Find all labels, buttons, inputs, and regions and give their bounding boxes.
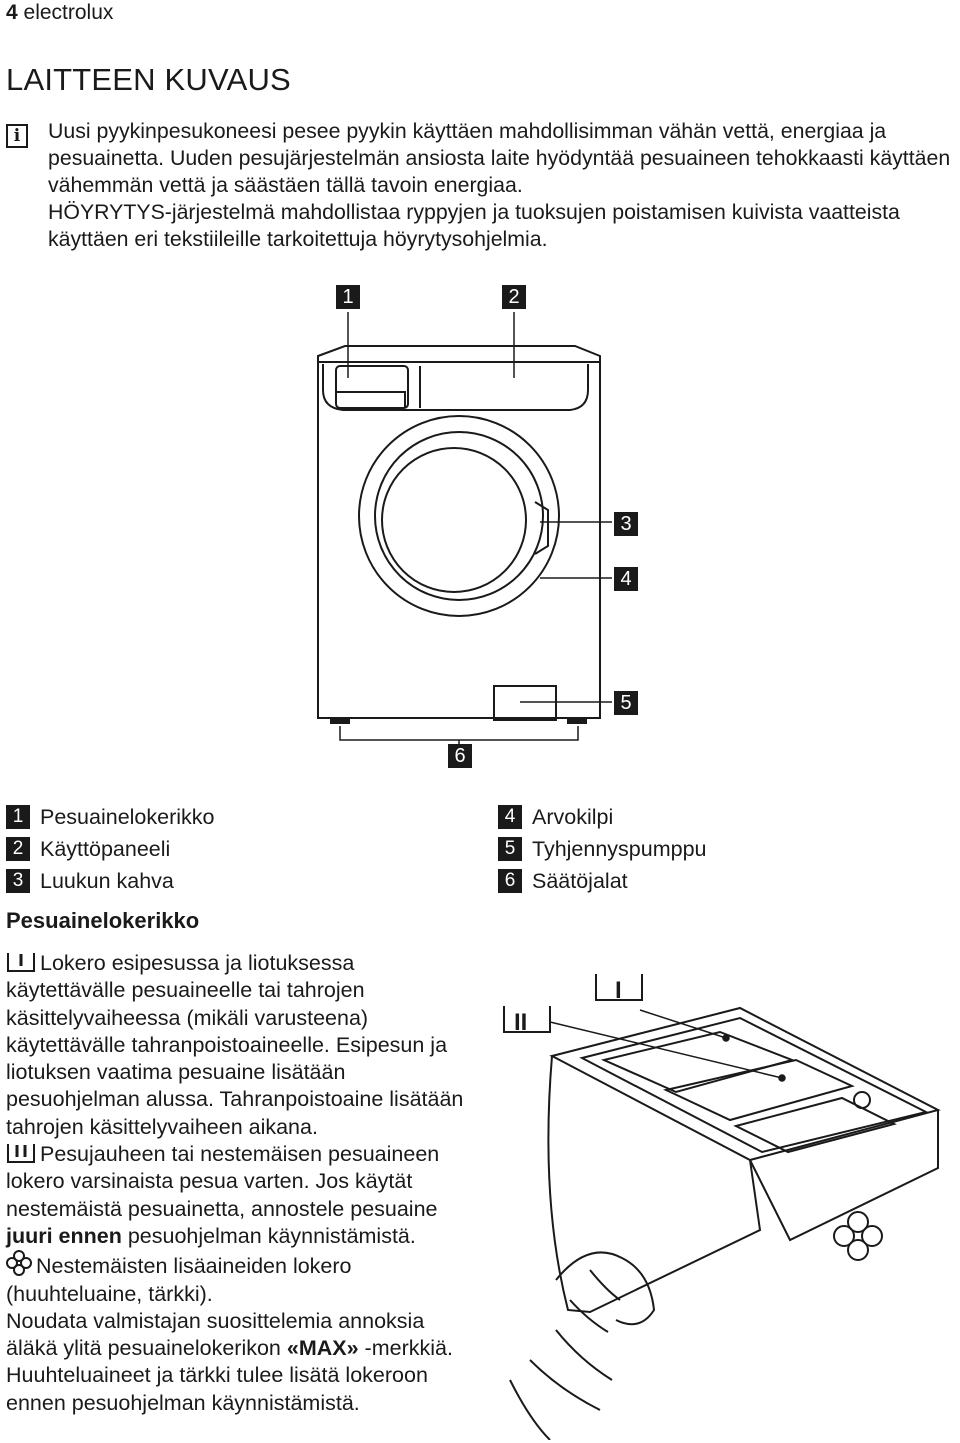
compartment-label-1: I (615, 977, 622, 1004)
legend-item: 6 Säätöjalat (498, 865, 707, 897)
intro-text: Uusi pyykinpesukoneesi pesee pyykin käyt… (48, 118, 956, 253)
legend-number: 2 (6, 837, 30, 861)
legend-number: 5 (498, 837, 522, 861)
drawer-handle (336, 391, 406, 408)
legend-label: Säätöjalat (532, 869, 628, 893)
door-outer (358, 415, 560, 617)
callout-3: 3 (614, 512, 638, 536)
legend-item: 1 Pesuainelokerikko (6, 801, 215, 833)
intro-paragraph-2: HÖYRYTYS-järjestelmä mahdollistaa ryppyj… (48, 200, 900, 251)
legend-number: 1 (6, 805, 30, 829)
legend-left: 1 Pesuainelokerikko 2 Käyttöpaneeli 3 Lu… (6, 801, 215, 897)
compartment-softener (733, 1096, 897, 1154)
detergent-drawer (335, 365, 409, 409)
door-glass (381, 447, 527, 593)
softener-paragraph: Nestemäisten lisäaineiden lokero (huuhte… (6, 1250, 474, 1308)
legend-number: 6 (498, 869, 522, 893)
label-box-2 (503, 1006, 551, 1033)
pump-cover (493, 685, 557, 721)
max-marker: «MAX» (286, 1336, 359, 1361)
prewash-text: Lokero esipesussa ja liotuksessa käytett… (6, 951, 464, 1139)
legend-item: 2 Käyttöpaneeli (6, 833, 215, 865)
legend-label: Luukun kahva (40, 869, 174, 893)
machine-body (317, 362, 601, 719)
drawer-top (549, 1006, 941, 1162)
max-text-b: -merkkiä. Huuhteluaineet ja tärkki tulee… (6, 1336, 453, 1415)
intro-paragraph-1: Uusi pyykinpesukoneesi pesee pyykin käyt… (48, 119, 951, 197)
legend-label: Pesuainelokerikko (40, 805, 215, 829)
page-header: 4 electrolux (6, 0, 113, 26)
legend-item: 5 Tyhjennyspumppu (498, 833, 707, 865)
mainwash-text-a: Pesujauheen tai nestemäisen pesuaineen l… (6, 1142, 440, 1221)
legend-label: Arvokilpi (532, 805, 614, 829)
legend-label: Käyttöpaneeli (40, 837, 171, 861)
flower-icon (6, 1250, 32, 1277)
callout-2: 2 (502, 285, 526, 309)
max-paragraph: Noudata valmistajan suosittelemia annoks… (6, 1308, 474, 1417)
detergent-drawer-illustration: I II (503, 974, 941, 1440)
callout-1: 1 (336, 285, 360, 309)
legend-number: 4 (498, 805, 522, 829)
flower-symbol (833, 1211, 883, 1261)
legend-label: Tyhjennyspumppu (532, 837, 707, 861)
mainwash-text-bold: juuri ennen (6, 1223, 122, 1248)
hand-outline (509, 1251, 656, 1440)
callout-5: 5 (614, 691, 638, 715)
info-icon: i (6, 124, 28, 148)
control-panel-outline (322, 364, 589, 411)
drawer-hole (853, 1091, 871, 1109)
section-heading: Pesuainelokerikko (6, 908, 200, 933)
legend-item: 4 Arvokilpi (498, 801, 707, 833)
mainwash-paragraph: Pesujauheen tai nestemäisen pesuaineen l… (6, 1141, 474, 1250)
callout-6: 6 (448, 744, 472, 768)
door-rim (374, 431, 544, 601)
legend-item: 3 Luukun kahva (6, 865, 215, 897)
compartment-label-2: II (514, 1009, 527, 1036)
washing-machine-diagram (317, 312, 612, 744)
foot-right (567, 717, 587, 724)
label-box-1 (595, 974, 643, 1001)
section-body: Lokero esipesussa ja liotuksessa käytett… (6, 950, 474, 1417)
prewash-compartment-icon (7, 953, 35, 972)
foot-left (330, 717, 350, 724)
page-number: 4 (6, 1, 18, 24)
machine-top (317, 345, 601, 363)
mainwash-compartment-icon (7, 1144, 35, 1164)
legend-right: 4 Arvokilpi 5 Tyhjennyspumppu 6 Säätöjal… (498, 801, 707, 897)
drawer-front (547, 1055, 762, 1314)
brand-name: electrolux (23, 1, 114, 24)
callout-4: 4 (614, 567, 638, 591)
page-title: LAITTEEN KUVAUS (6, 62, 291, 97)
prewash-paragraph: Lokero esipesussa ja liotuksessa käytett… (6, 950, 474, 1141)
drawer-top-inner (579, 1016, 929, 1154)
mainwash-text-b: pesuohjelman käynnistämistä. (121, 1223, 416, 1248)
compartment-2 (662, 1058, 855, 1122)
max-text-a: Noudata valmistajan suosittelemia annoks… (6, 1308, 425, 1361)
drawer-side (749, 1110, 939, 1242)
legend-number: 3 (6, 869, 30, 893)
door-handle (534, 501, 549, 555)
softener-text: Nestemäisten lisäaineiden lokero (huuhte… (6, 1254, 352, 1306)
